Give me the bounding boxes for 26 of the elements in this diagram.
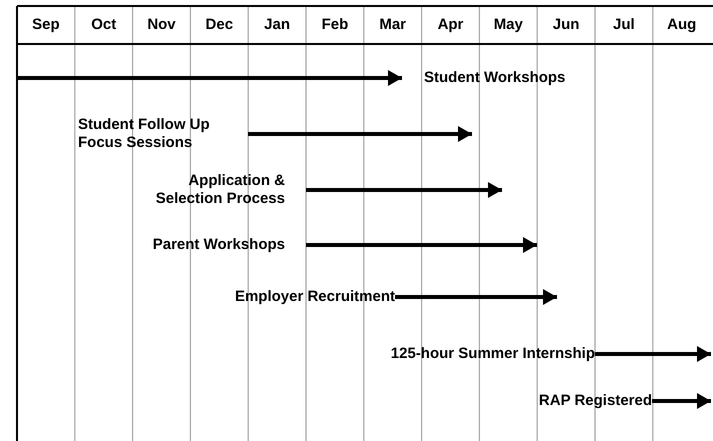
month-header: Apr xyxy=(436,14,464,35)
task-label: Application & Selection Process xyxy=(126,172,306,208)
task-label: Student Workshops xyxy=(402,69,566,87)
arrow xyxy=(652,393,711,409)
task-label: Parent Workshops xyxy=(152,236,306,254)
month-header: Dec xyxy=(204,14,234,35)
task-label: Student Follow Up Focus Sessions xyxy=(78,116,248,152)
month-header: Jan xyxy=(263,14,292,35)
month-header: Sep xyxy=(31,14,61,35)
month-header: May xyxy=(492,14,524,35)
arrow xyxy=(306,237,537,253)
month-header: Oct xyxy=(90,14,118,35)
task-label: 125-hour Summer Internship xyxy=(390,345,595,363)
task-label: Employer Recruitment xyxy=(234,288,395,306)
arrow xyxy=(395,289,557,305)
month-header: Nov xyxy=(146,14,177,35)
month-header: Mar xyxy=(378,14,408,35)
task-label: RAP Registered xyxy=(538,392,652,410)
arrow xyxy=(595,346,711,362)
arrow xyxy=(248,126,472,142)
month-header: Aug xyxy=(666,14,698,35)
arrow xyxy=(18,70,402,86)
arrow xyxy=(306,182,502,198)
month-header: Jun xyxy=(552,14,580,35)
month-header: Jul xyxy=(612,14,636,35)
month-header: Feb xyxy=(320,14,350,35)
